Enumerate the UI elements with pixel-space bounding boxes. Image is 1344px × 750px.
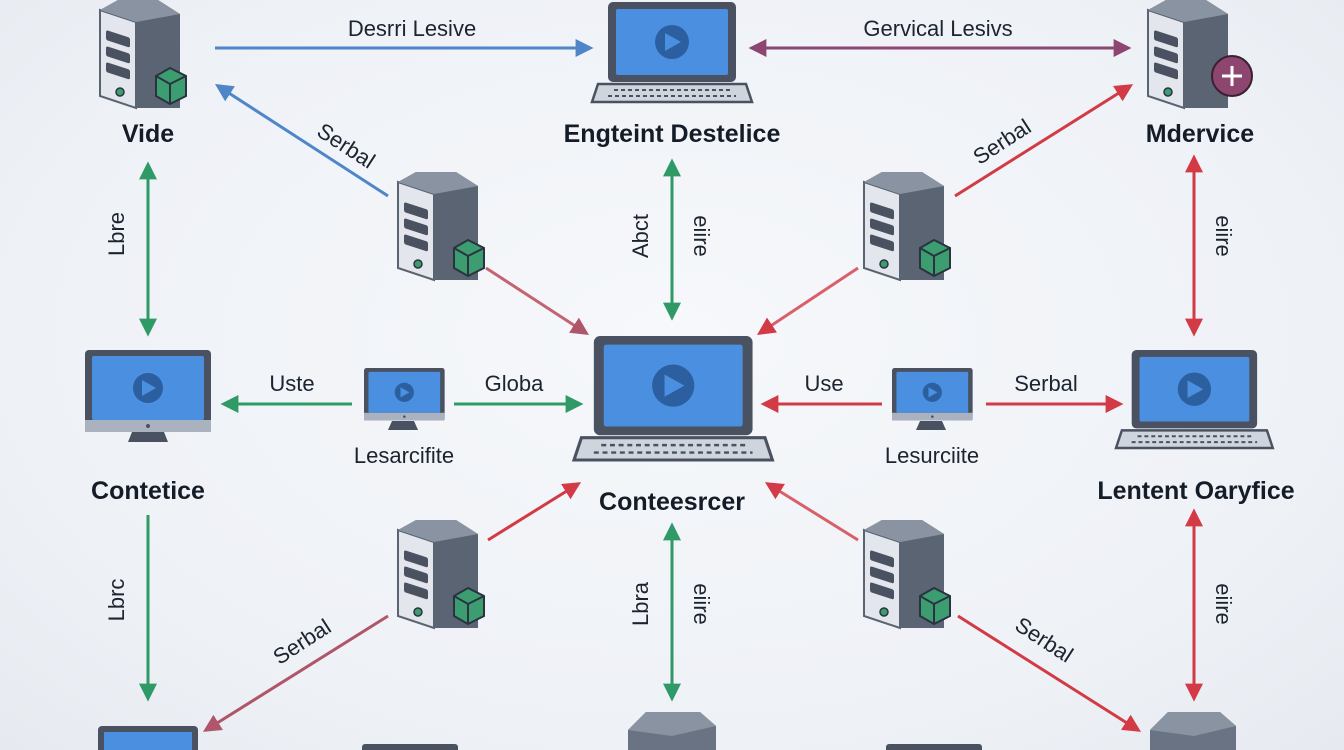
node-conteesrcer[interactable]: Conteesrcer [572, 334, 774, 516]
laptop-icon [590, 0, 754, 104]
edge-diag-upper-right [954, 84, 1134, 198]
node-lentent[interactable]: Lentent Oaryfice [1097, 348, 1295, 505]
edge-server-ul-to-center [485, 266, 590, 335]
edges [139, 39, 1203, 732]
edge-label-top-right: Gervical Lesivs [863, 16, 1012, 41]
server-icon [1147, 0, 1229, 109]
edge-label-center-lower-left: Lbra [628, 581, 653, 626]
node-label-lesurciite: Lesurciite [885, 443, 979, 468]
monitor-icon [364, 368, 445, 421]
edge-label-center-lower-right: eiire [689, 583, 714, 625]
monitor-icon [362, 744, 458, 750]
server-icon [864, 520, 950, 628]
edge-label-center-upper-left: Abct [628, 214, 653, 258]
node-label-engteint: Engteint Destelice [564, 120, 781, 148]
edge-label-top-left: Desrri Lesive [348, 16, 476, 41]
laptop-icon [572, 334, 774, 462]
node-label-lesarcifite: Lesarcifite [354, 443, 454, 468]
node-mdervice[interactable]: Mdervice [1146, 0, 1254, 148]
edge-label-mid-left: Uste [269, 371, 314, 396]
server-icon [398, 520, 484, 628]
edge-diag-upper-left [214, 84, 389, 198]
edge-label-right-upper: eiire [1211, 215, 1236, 257]
node-engteint[interactable]: Engteint Destelice [564, 0, 781, 148]
server-icon [864, 172, 950, 280]
edge-label-diag-lower-right: Serbal [1011, 612, 1078, 668]
server-icon [1150, 712, 1236, 750]
bottom-row-devices [98, 712, 1236, 750]
edge-label-right-lower: eiire [1211, 583, 1236, 625]
server-icon [628, 712, 716, 750]
server-icon [100, 0, 186, 108]
node-contetice[interactable]: Contetice [85, 350, 211, 505]
plus-badge-icon [1211, 55, 1253, 97]
monitor-icon [85, 350, 211, 432]
server-upper-right[interactable] [864, 172, 950, 280]
node-label-conteesrcer: Conteesrcer [599, 488, 745, 516]
edge-label-diag-upper-left: Serbal [313, 118, 380, 174]
edge-label-diag-upper-right: Serbal [968, 114, 1035, 170]
node-label-contetice: Contetice [91, 477, 205, 505]
edge-diag-lower-left [202, 614, 389, 732]
node-vide[interactable]: Vide [100, 0, 186, 148]
server-lower-right[interactable] [864, 520, 950, 628]
server-lower-left[interactable] [398, 520, 484, 628]
edge-label-mid-right: Serbal [1014, 371, 1078, 396]
edge-label-left-upper: Lbre [104, 212, 129, 256]
server-icon [398, 172, 484, 280]
edge-label-mid-center-left: Globa [485, 371, 544, 396]
monitor-stand [128, 432, 168, 442]
node-label-mdervice: Mdervice [1146, 120, 1254, 148]
edge-label-center-upper-right: eiire [689, 215, 714, 257]
edge-diag-lower-right [957, 614, 1142, 732]
laptop-icon [1114, 348, 1275, 450]
node-lesarcifite[interactable]: Lesarcifite [354, 368, 454, 468]
node-lesurciite[interactable]: Lesurciite [885, 368, 979, 468]
edge-labels: Desrri Lesive Gervical Lesivs Serbal Ser… [104, 16, 1236, 670]
node-label-lentent: Lentent Oaryfice [1097, 477, 1294, 505]
node-label-vide: Vide [122, 120, 174, 148]
edge-label-mid-center-right: Use [804, 371, 843, 396]
monitor-icon [98, 726, 198, 750]
edge-server-lr-to-center [764, 482, 859, 542]
edge-server-ur-to-center [756, 266, 859, 335]
edge-label-left-lower: Lbrc [104, 579, 129, 622]
edge-label-diag-lower-left: Serbal [268, 614, 335, 670]
monitor-icon [886, 744, 982, 750]
server-upper-left[interactable] [398, 172, 484, 280]
edge-server-ll-to-center [487, 482, 582, 542]
monitor-icon [892, 368, 973, 421]
